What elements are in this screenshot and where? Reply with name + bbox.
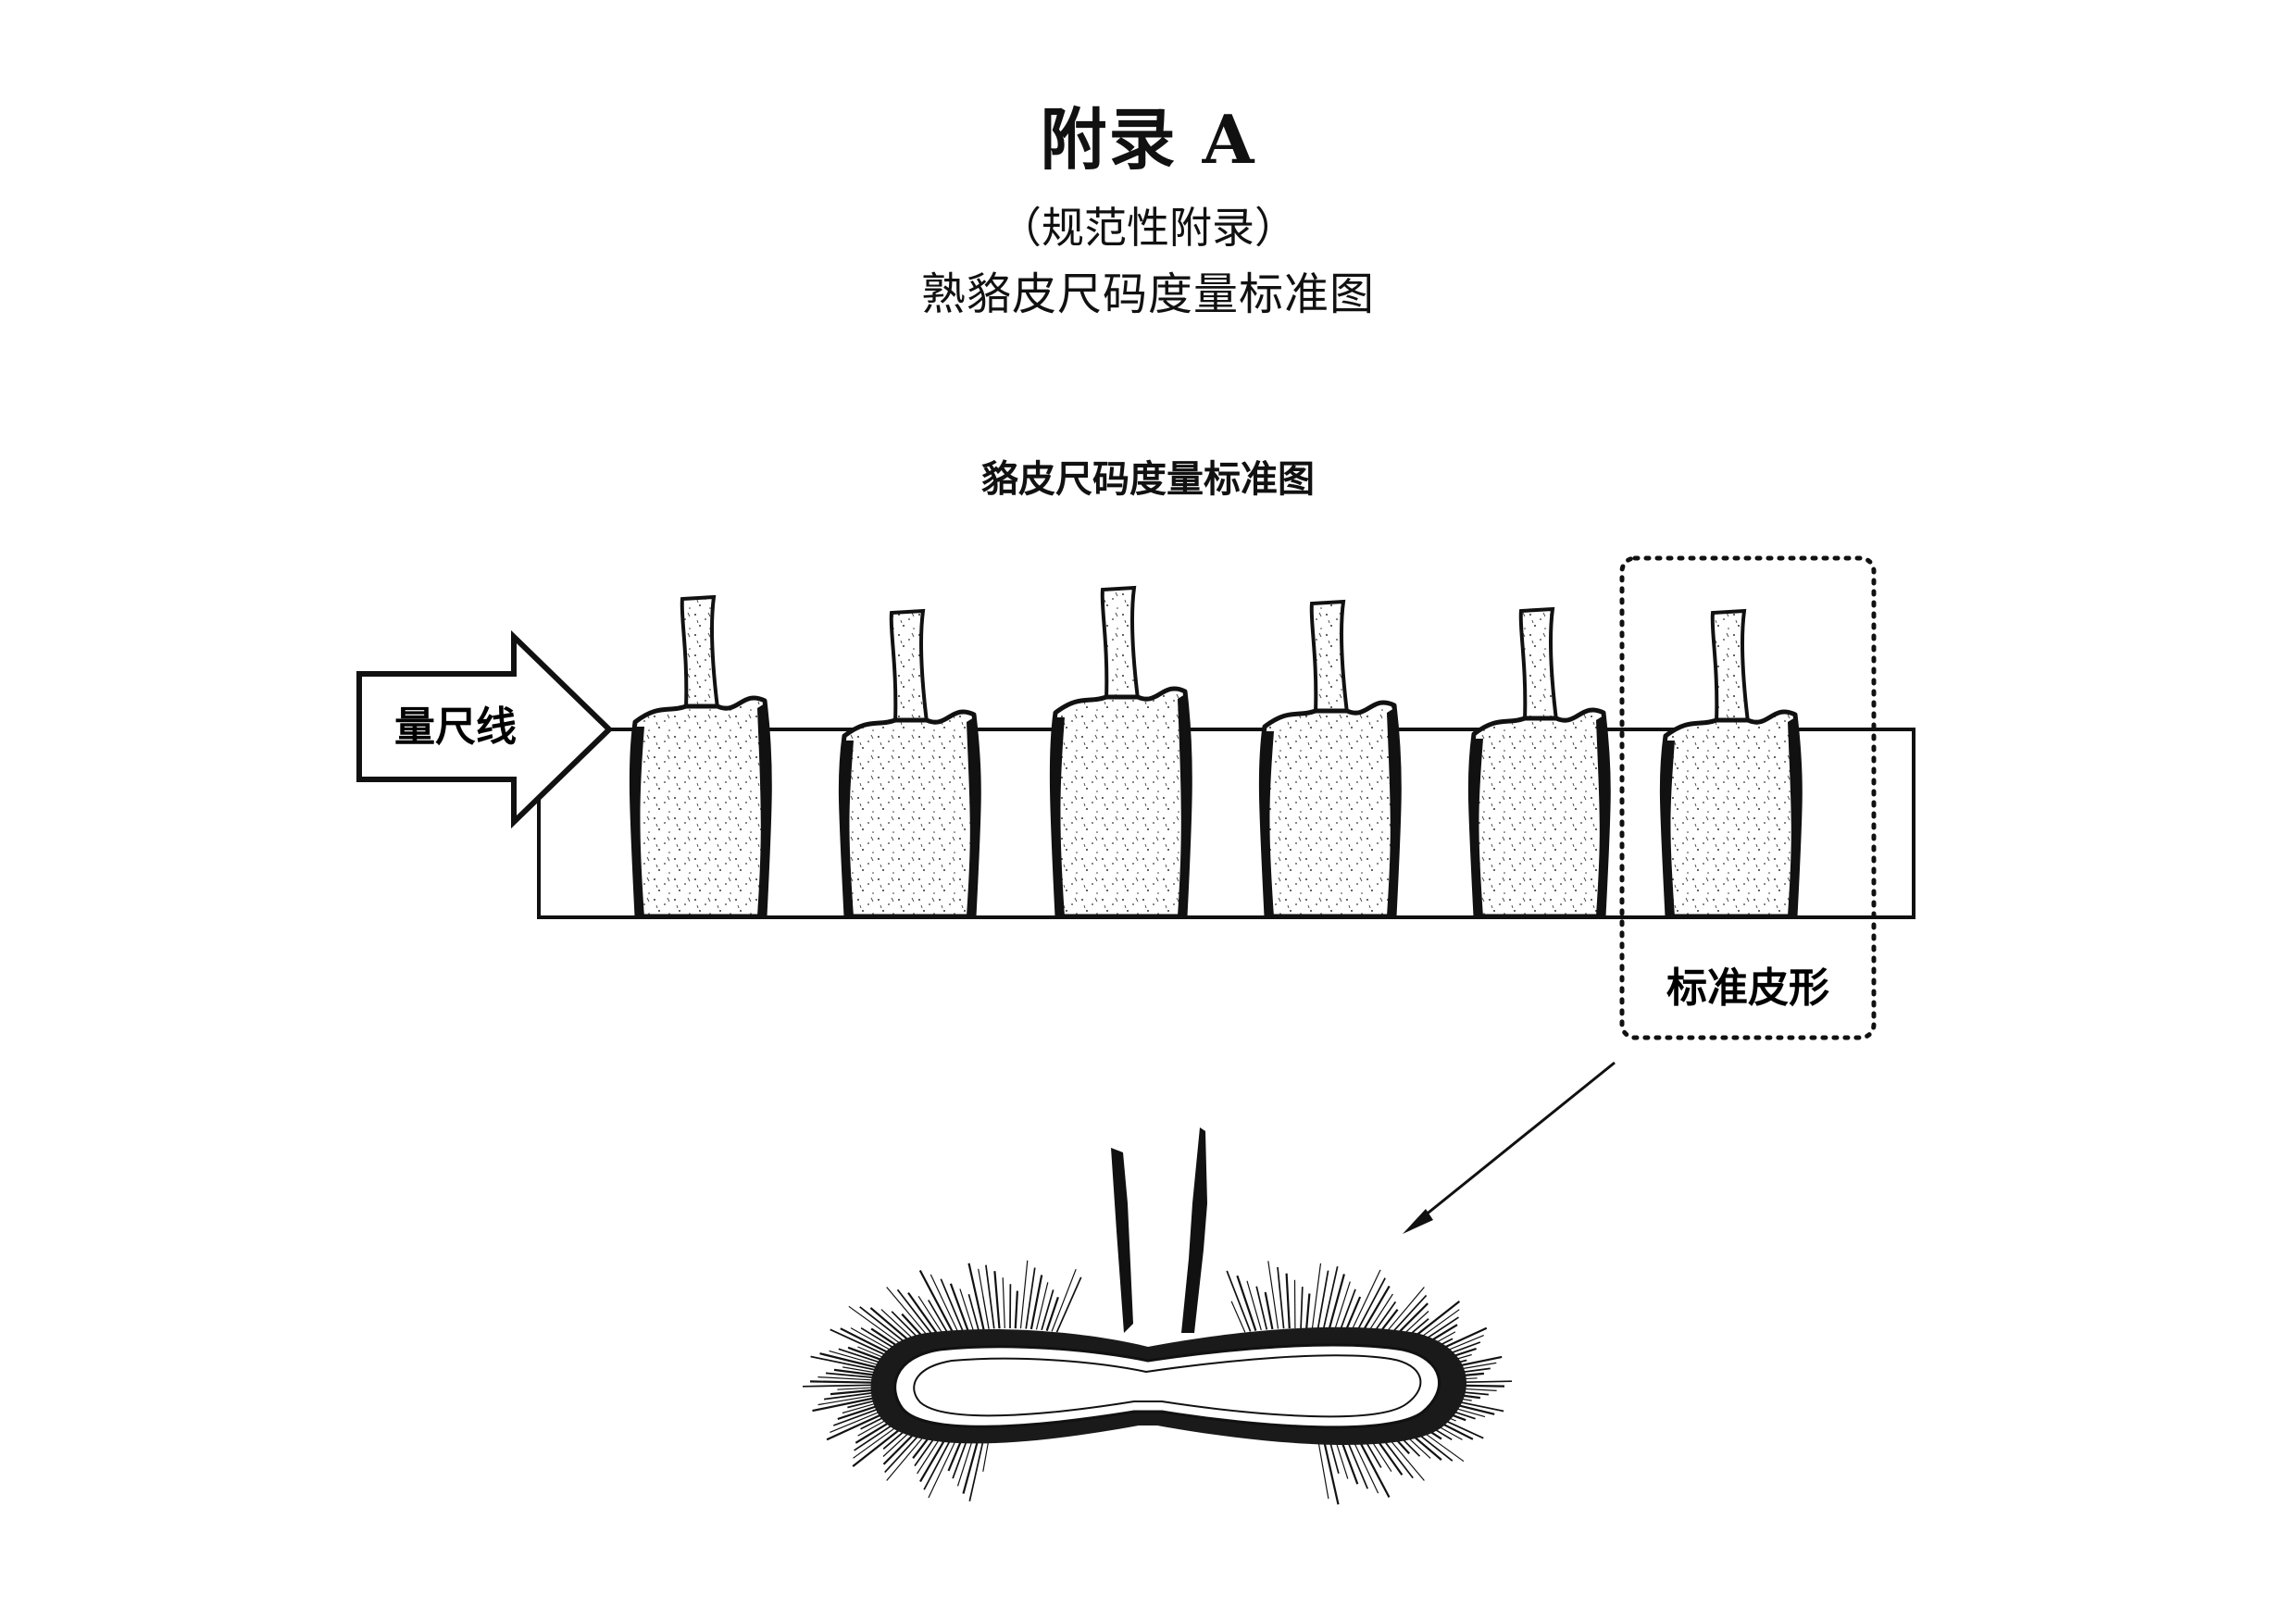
fur-hair xyxy=(830,1328,894,1360)
fur-hair xyxy=(940,1278,965,1333)
fur-hair xyxy=(1035,1282,1049,1330)
pelt xyxy=(838,608,981,919)
fur-hair xyxy=(896,1289,936,1339)
cross-section-illustration xyxy=(802,1127,1513,1505)
measure-band xyxy=(537,728,1915,919)
fur-hair xyxy=(956,1437,974,1487)
fur-hair xyxy=(1230,1301,1246,1333)
appendix-title: 附录 A xyxy=(1040,100,1256,179)
appendix-heading: 熟貉皮尺码度量标准图 xyxy=(920,268,1375,320)
fur-hair xyxy=(809,1380,880,1384)
fur-hair xyxy=(1045,1297,1059,1331)
fur-hair xyxy=(962,1438,980,1494)
fur-hair xyxy=(1328,1274,1345,1330)
fur-hair xyxy=(1236,1275,1257,1331)
fur-hair xyxy=(1014,1290,1018,1329)
fur-hair xyxy=(1051,1268,1077,1332)
pelt xyxy=(1258,599,1402,919)
fur-hair xyxy=(993,1271,1001,1329)
fur-hair xyxy=(1029,1275,1043,1330)
fur-hair xyxy=(819,1352,885,1371)
fur-hair xyxy=(1354,1277,1386,1335)
fur-hair xyxy=(982,1296,990,1329)
fur-hair xyxy=(930,1274,959,1334)
pelt xyxy=(1659,608,1803,919)
standard-box-label: 标准皮形 xyxy=(1666,965,1829,1012)
appendix-subtitle: （规范性附录） xyxy=(999,203,1297,253)
fur-hair xyxy=(1359,1285,1391,1336)
fur-hair xyxy=(1322,1438,1340,1505)
fur-hair xyxy=(1226,1270,1252,1332)
fur-hair xyxy=(1305,1293,1311,1329)
fur-hair xyxy=(982,1438,990,1472)
fur-hair xyxy=(802,1384,880,1388)
fur-hair xyxy=(1300,1287,1304,1329)
pointer-line xyxy=(1414,1061,1616,1226)
fur-hair xyxy=(825,1372,880,1379)
standard-box xyxy=(1619,555,1877,1040)
fur-hair xyxy=(949,1283,969,1332)
fur-hair xyxy=(959,1289,974,1331)
tail-left xyxy=(1111,1148,1133,1333)
fur-hair xyxy=(1285,1273,1291,1329)
fur-hair xyxy=(1316,1270,1329,1329)
fur-hair xyxy=(1277,1266,1285,1329)
fur-hair xyxy=(1311,1263,1322,1329)
fur-hair xyxy=(886,1287,931,1340)
fur-hair xyxy=(1002,1277,1005,1329)
fur-hair xyxy=(1267,1261,1279,1329)
fur-hair xyxy=(1350,1269,1381,1334)
arrow-shape xyxy=(356,629,614,829)
fur-hair xyxy=(848,1305,909,1350)
pelt xyxy=(1467,606,1611,919)
arrow-label: 量尺线 xyxy=(394,703,517,751)
fur-hair xyxy=(817,1393,882,1406)
pelt xyxy=(1049,585,1192,919)
fur-hair xyxy=(967,1293,980,1330)
fur-hair xyxy=(817,1376,880,1381)
fur-hair xyxy=(812,1395,883,1413)
fur-hair xyxy=(985,1264,995,1329)
fur-hair xyxy=(907,1291,941,1338)
fur-hair xyxy=(1025,1267,1036,1329)
fur-hair xyxy=(923,1433,955,1490)
figure-title: 貉皮尺码度量标准图 xyxy=(981,458,1315,501)
fur-hair xyxy=(810,1355,883,1373)
tail-right xyxy=(1181,1127,1207,1333)
fur-hair xyxy=(1344,1296,1362,1333)
fur-hair xyxy=(1339,1289,1356,1332)
fur-hair xyxy=(1333,1281,1351,1331)
fur-hair xyxy=(928,1434,959,1499)
fur-hair xyxy=(1019,1260,1029,1329)
fur-hair xyxy=(829,1350,886,1368)
fur-hair xyxy=(1322,1266,1339,1330)
pointer-arrowhead xyxy=(1403,1209,1433,1234)
fur-hair xyxy=(1055,1276,1082,1333)
pelt xyxy=(629,594,772,919)
fur-hair xyxy=(1255,1286,1268,1330)
fur-hair xyxy=(1316,1438,1329,1500)
skin-lining xyxy=(913,1354,1422,1418)
fur-hair xyxy=(967,1263,985,1330)
fur-hair xyxy=(1264,1291,1274,1330)
fur-hair xyxy=(1041,1289,1054,1331)
fur-hair xyxy=(1246,1280,1262,1331)
fur-hair xyxy=(918,1269,955,1335)
fur-hair xyxy=(952,1436,969,1479)
fur-hair xyxy=(917,1295,945,1337)
fur-hair xyxy=(928,1300,950,1336)
fur-hair xyxy=(968,1438,985,1501)
pelt-group xyxy=(629,585,1803,919)
